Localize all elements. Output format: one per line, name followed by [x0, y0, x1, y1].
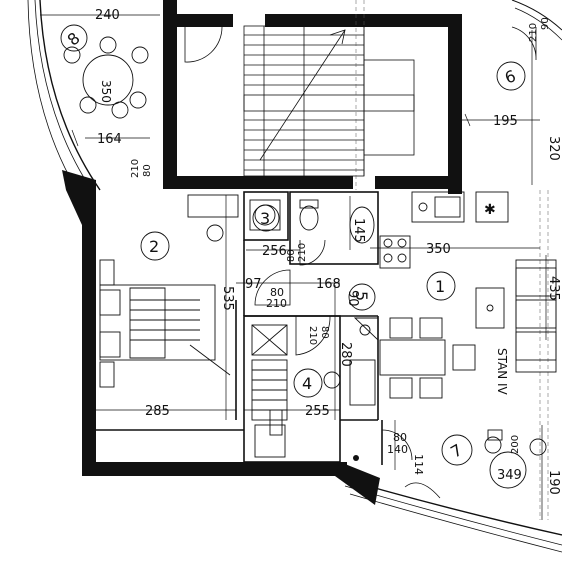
interior-walls — [96, 191, 383, 465]
dim-350-table: 350 — [99, 80, 113, 103]
dim-210b: 210 — [297, 243, 308, 262]
dim-164: 164 — [97, 132, 122, 147]
room-number-6: 6 — [502, 66, 518, 87]
dim-80e: 80 — [393, 431, 407, 444]
dim-140: 140 — [387, 443, 408, 456]
structural-walls — [62, 0, 462, 505]
dim-114: 114 — [412, 454, 425, 475]
dim-195: 195 — [493, 114, 518, 129]
snowflake-icon: ✱ — [484, 202, 496, 218]
room-number-5: 5 — [352, 291, 371, 301]
dim-90-top: 90 — [540, 17, 551, 30]
dim-210c: 210 — [266, 297, 287, 310]
dimension-labels: 240 350 164 80 210 90 210 195 320 145 25… — [95, 8, 561, 495]
dim-168: 168 — [316, 277, 341, 292]
dim-535: 535 — [220, 286, 235, 311]
dim-200: 200 — [510, 435, 521, 454]
dim-280: 280 — [338, 342, 353, 367]
dim-256: 256 — [262, 244, 287, 259]
room-number-3: 3 — [260, 209, 270, 228]
dim-80a: 80 — [142, 164, 153, 177]
room-number-4: 4 — [302, 374, 312, 393]
dim-210a: 210 — [130, 159, 141, 178]
dim-255: 255 — [305, 404, 330, 419]
dim-145: 145 — [351, 218, 366, 243]
dim-210-top: 210 — [528, 23, 539, 42]
doors — [184, 26, 537, 499]
dim-80c: 80 — [270, 286, 284, 299]
staircase — [243, 25, 415, 177]
dim-285: 285 — [145, 404, 170, 419]
construction-lines — [355, 0, 549, 520]
furniture — [63, 36, 557, 489]
dim-97: 97 — [245, 277, 262, 292]
room-number-1: 1 — [435, 277, 445, 296]
dim-190: 190 — [546, 470, 561, 495]
dim-435: 435 — [546, 276, 561, 301]
dim-349: 349 — [497, 468, 522, 483]
dim-90-mid: 90 — [345, 290, 360, 307]
room-number-7: 7 — [447, 440, 465, 462]
dimension-lines — [40, 14, 547, 520]
dim-210d: 210 — [307, 326, 318, 345]
room-number-8: 8 — [64, 28, 84, 49]
dim-80b: 80 — [286, 249, 297, 262]
dim-80d: 80 — [319, 326, 330, 339]
dim-240: 240 — [95, 8, 120, 23]
drain-icon — [353, 455, 359, 461]
room-markers — [60, 24, 526, 466]
unit-label: STAN IV — [495, 348, 509, 396]
room-number-2: 2 — [149, 237, 159, 256]
dim-320: 320 — [546, 136, 561, 161]
dim-350: 350 — [426, 242, 451, 257]
